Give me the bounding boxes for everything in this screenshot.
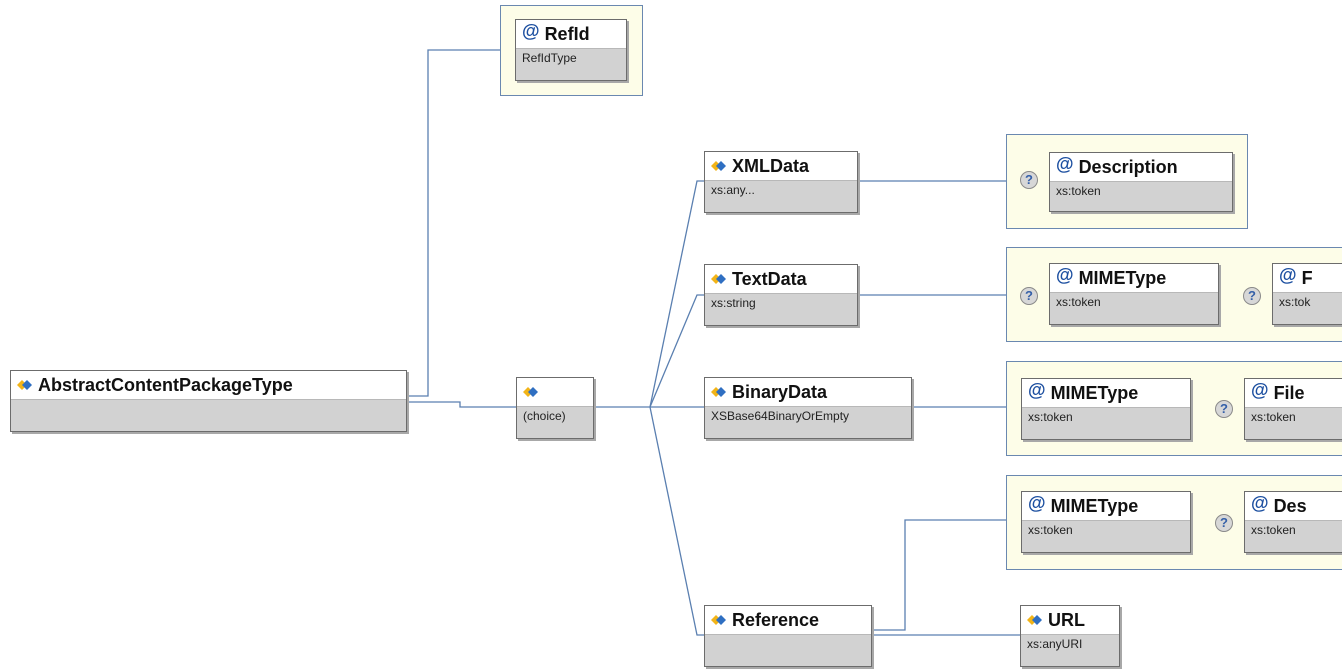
attribute-at-icon: @ bbox=[1028, 379, 1046, 400]
reference-type bbox=[705, 635, 871, 637]
refid-type: RefIdType bbox=[522, 51, 577, 65]
binarydata-file-name: File bbox=[1273, 383, 1305, 403]
refid-attribute[interactable]: @ RefId RefIdType bbox=[515, 19, 627, 81]
refid-name: RefId bbox=[544, 24, 590, 44]
root-type-name: AbstractContentPackageType bbox=[38, 375, 293, 395]
refid-header: @ RefId bbox=[516, 20, 626, 49]
reference-mimetype-name: MIMEType bbox=[1050, 496, 1139, 516]
textdata-mimetype-attribute[interactable]: @ MIMEType xs:token bbox=[1049, 263, 1219, 325]
xmldata-element[interactable]: XMLData xs:any... bbox=[704, 151, 858, 213]
binarydata-mimetype-attribute[interactable]: @ MIMEType xs:token bbox=[1021, 378, 1191, 440]
optional-question-icon: ? bbox=[1020, 287, 1038, 305]
textdata-type: xs:string bbox=[711, 296, 756, 310]
choice-label: (choice) bbox=[523, 409, 566, 423]
root-type-header: AbstractContentPackageType bbox=[11, 371, 406, 400]
reference-des-name: Des bbox=[1273, 496, 1307, 516]
binarydata-file-attribute[interactable]: @ File xs:token bbox=[1244, 378, 1342, 440]
connector-root-refid bbox=[407, 49, 500, 397]
root-type-type bbox=[11, 400, 406, 402]
xmldata-name: XMLData bbox=[732, 156, 810, 176]
binarydata-mimetype-header: @ MIMEType bbox=[1022, 379, 1190, 408]
xmldata-description-attribute[interactable]: @ Description xs:token bbox=[1049, 152, 1233, 212]
binarydata-header: BinaryData bbox=[705, 378, 911, 407]
element-diamond-icon bbox=[711, 386, 726, 397]
binarydata-mimetype-name: MIMEType bbox=[1050, 383, 1139, 403]
attribute-at-icon: @ bbox=[1251, 379, 1269, 400]
xmldata-description-name: Description bbox=[1078, 157, 1178, 177]
attribute-at-icon: @ bbox=[1056, 264, 1074, 285]
textdata-mimetype-header: @ MIMEType bbox=[1050, 264, 1218, 293]
reference-mimetype-type: xs:token bbox=[1028, 523, 1073, 537]
connector-choice-xmldata bbox=[649, 180, 704, 408]
optional-question-icon: ? bbox=[1020, 171, 1038, 189]
reference-mimetype-header: @ MIMEType bbox=[1022, 492, 1190, 521]
reference-name: Reference bbox=[732, 610, 820, 630]
connector-root-choice bbox=[407, 401, 516, 408]
url-element[interactable]: URL xs:anyURI bbox=[1020, 605, 1120, 667]
binarydata-type: XSBase64BinaryOrEmpty bbox=[711, 409, 850, 423]
xmldata-header: XMLData bbox=[705, 152, 857, 181]
element-diamond-icon bbox=[711, 160, 726, 171]
reference-des-header: @ Des bbox=[1245, 492, 1342, 521]
refid-attribute-group: @ RefId RefIdType bbox=[500, 5, 643, 96]
reference-element[interactable]: Reference bbox=[704, 605, 872, 667]
textdata-mimetype-name: MIMEType bbox=[1078, 268, 1167, 288]
choice-header bbox=[517, 378, 593, 407]
textdata-mimetype-type: xs:token bbox=[1056, 295, 1101, 309]
element-diamond-icon bbox=[711, 273, 726, 284]
binarydata-attribute-group: @ MIMEType xs:token ? @ File xs:token bbox=[1006, 361, 1342, 456]
binarydata-element[interactable]: BinaryData XSBase64BinaryOrEmpty bbox=[704, 377, 912, 439]
xmldata-type: xs:any... bbox=[711, 183, 755, 197]
choice-node[interactable]: (choice) bbox=[516, 377, 594, 439]
binarydata-mimetype-type: xs:token bbox=[1028, 410, 1073, 424]
choice-diamond-icon bbox=[523, 386, 538, 397]
textdata-f-name: F bbox=[1301, 268, 1313, 288]
url-header: URL bbox=[1021, 606, 1119, 635]
attribute-at-icon: @ bbox=[522, 20, 540, 41]
textdata-attribute-group: ? @ MIMEType xs:token ? @ F xs:tok bbox=[1006, 247, 1342, 342]
attribute-at-icon: @ bbox=[1279, 264, 1297, 285]
textdata-header: TextData bbox=[705, 265, 857, 294]
xmldata-description-header: @ Description bbox=[1050, 153, 1232, 182]
textdata-f-attribute[interactable]: @ F xs:tok bbox=[1272, 263, 1342, 325]
binarydata-name: BinaryData bbox=[732, 382, 828, 402]
reference-attribute-group: @ MIMEType xs:token ? @ Des xs:token bbox=[1006, 475, 1342, 570]
root-type-node[interactable]: AbstractContentPackageType bbox=[10, 370, 407, 432]
reference-header: Reference bbox=[705, 606, 871, 635]
url-name: URL bbox=[1048, 610, 1085, 630]
binarydata-file-type: xs:token bbox=[1251, 410, 1296, 424]
reference-des-attribute[interactable]: @ Des xs:token bbox=[1244, 491, 1342, 553]
url-type: xs:anyURI bbox=[1027, 637, 1083, 651]
xmldata-attribute-group: ? @ Description xs:token bbox=[1006, 134, 1248, 229]
reference-des-type: xs:token bbox=[1251, 523, 1296, 537]
element-diamond-icon bbox=[711, 614, 726, 625]
textdata-element[interactable]: TextData xs:string bbox=[704, 264, 858, 326]
attribute-at-icon: @ bbox=[1028, 492, 1046, 513]
connector-choice-reference bbox=[649, 406, 704, 636]
optional-question-icon: ? bbox=[1215, 400, 1233, 418]
xmldata-description-type: xs:token bbox=[1056, 184, 1101, 198]
element-diamond-icon bbox=[1027, 614, 1042, 625]
connector-choice-textdata bbox=[649, 294, 704, 408]
attribute-at-icon: @ bbox=[1251, 492, 1269, 513]
attribute-at-icon: @ bbox=[1056, 153, 1074, 174]
textdata-f-header: @ F bbox=[1273, 264, 1342, 293]
element-diamond-icon bbox=[17, 379, 32, 390]
optional-question-icon: ? bbox=[1243, 287, 1261, 305]
optional-question-icon: ? bbox=[1215, 514, 1233, 532]
textdata-f-type: xs:tok bbox=[1279, 295, 1311, 309]
binarydata-file-header: @ File bbox=[1245, 379, 1342, 408]
connector-reference-attrs bbox=[872, 519, 1006, 631]
textdata-name: TextData bbox=[732, 269, 807, 289]
reference-mimetype-attribute[interactable]: @ MIMEType xs:token bbox=[1021, 491, 1191, 553]
